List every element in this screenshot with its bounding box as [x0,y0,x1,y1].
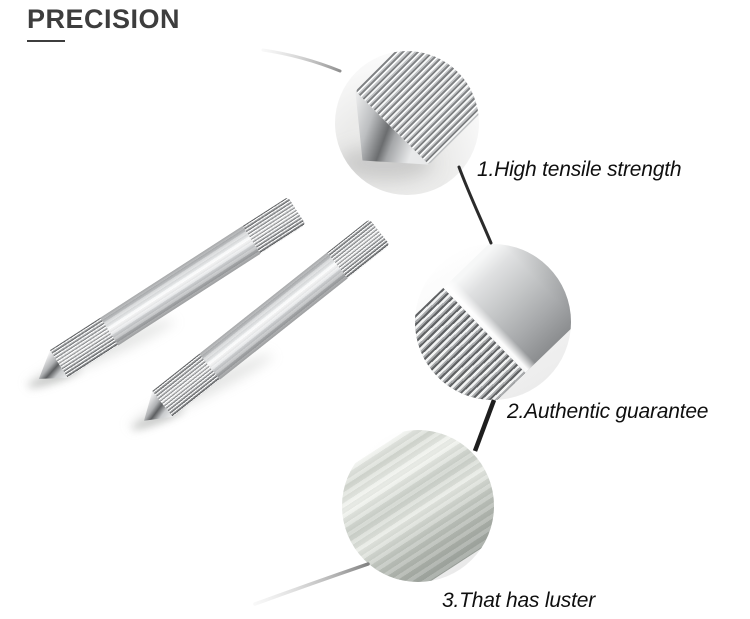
callout-circle-luster-detail [342,430,494,582]
callout-circle-tip-detail [335,51,479,195]
callout-circle-knurl-detail [415,244,571,400]
feature-label-3: 3.That has luster [442,589,596,612]
knurl-transition-photo [415,244,571,400]
title-underline [27,40,65,42]
polished-shaft-photo [342,430,494,582]
feature-label-1: 1.High tensile strength [477,158,682,181]
swoosh-line-top [261,48,342,73]
page-title: PRECISION [27,4,181,34]
feature-label-2: 2.Authentic guarantee [507,400,709,423]
